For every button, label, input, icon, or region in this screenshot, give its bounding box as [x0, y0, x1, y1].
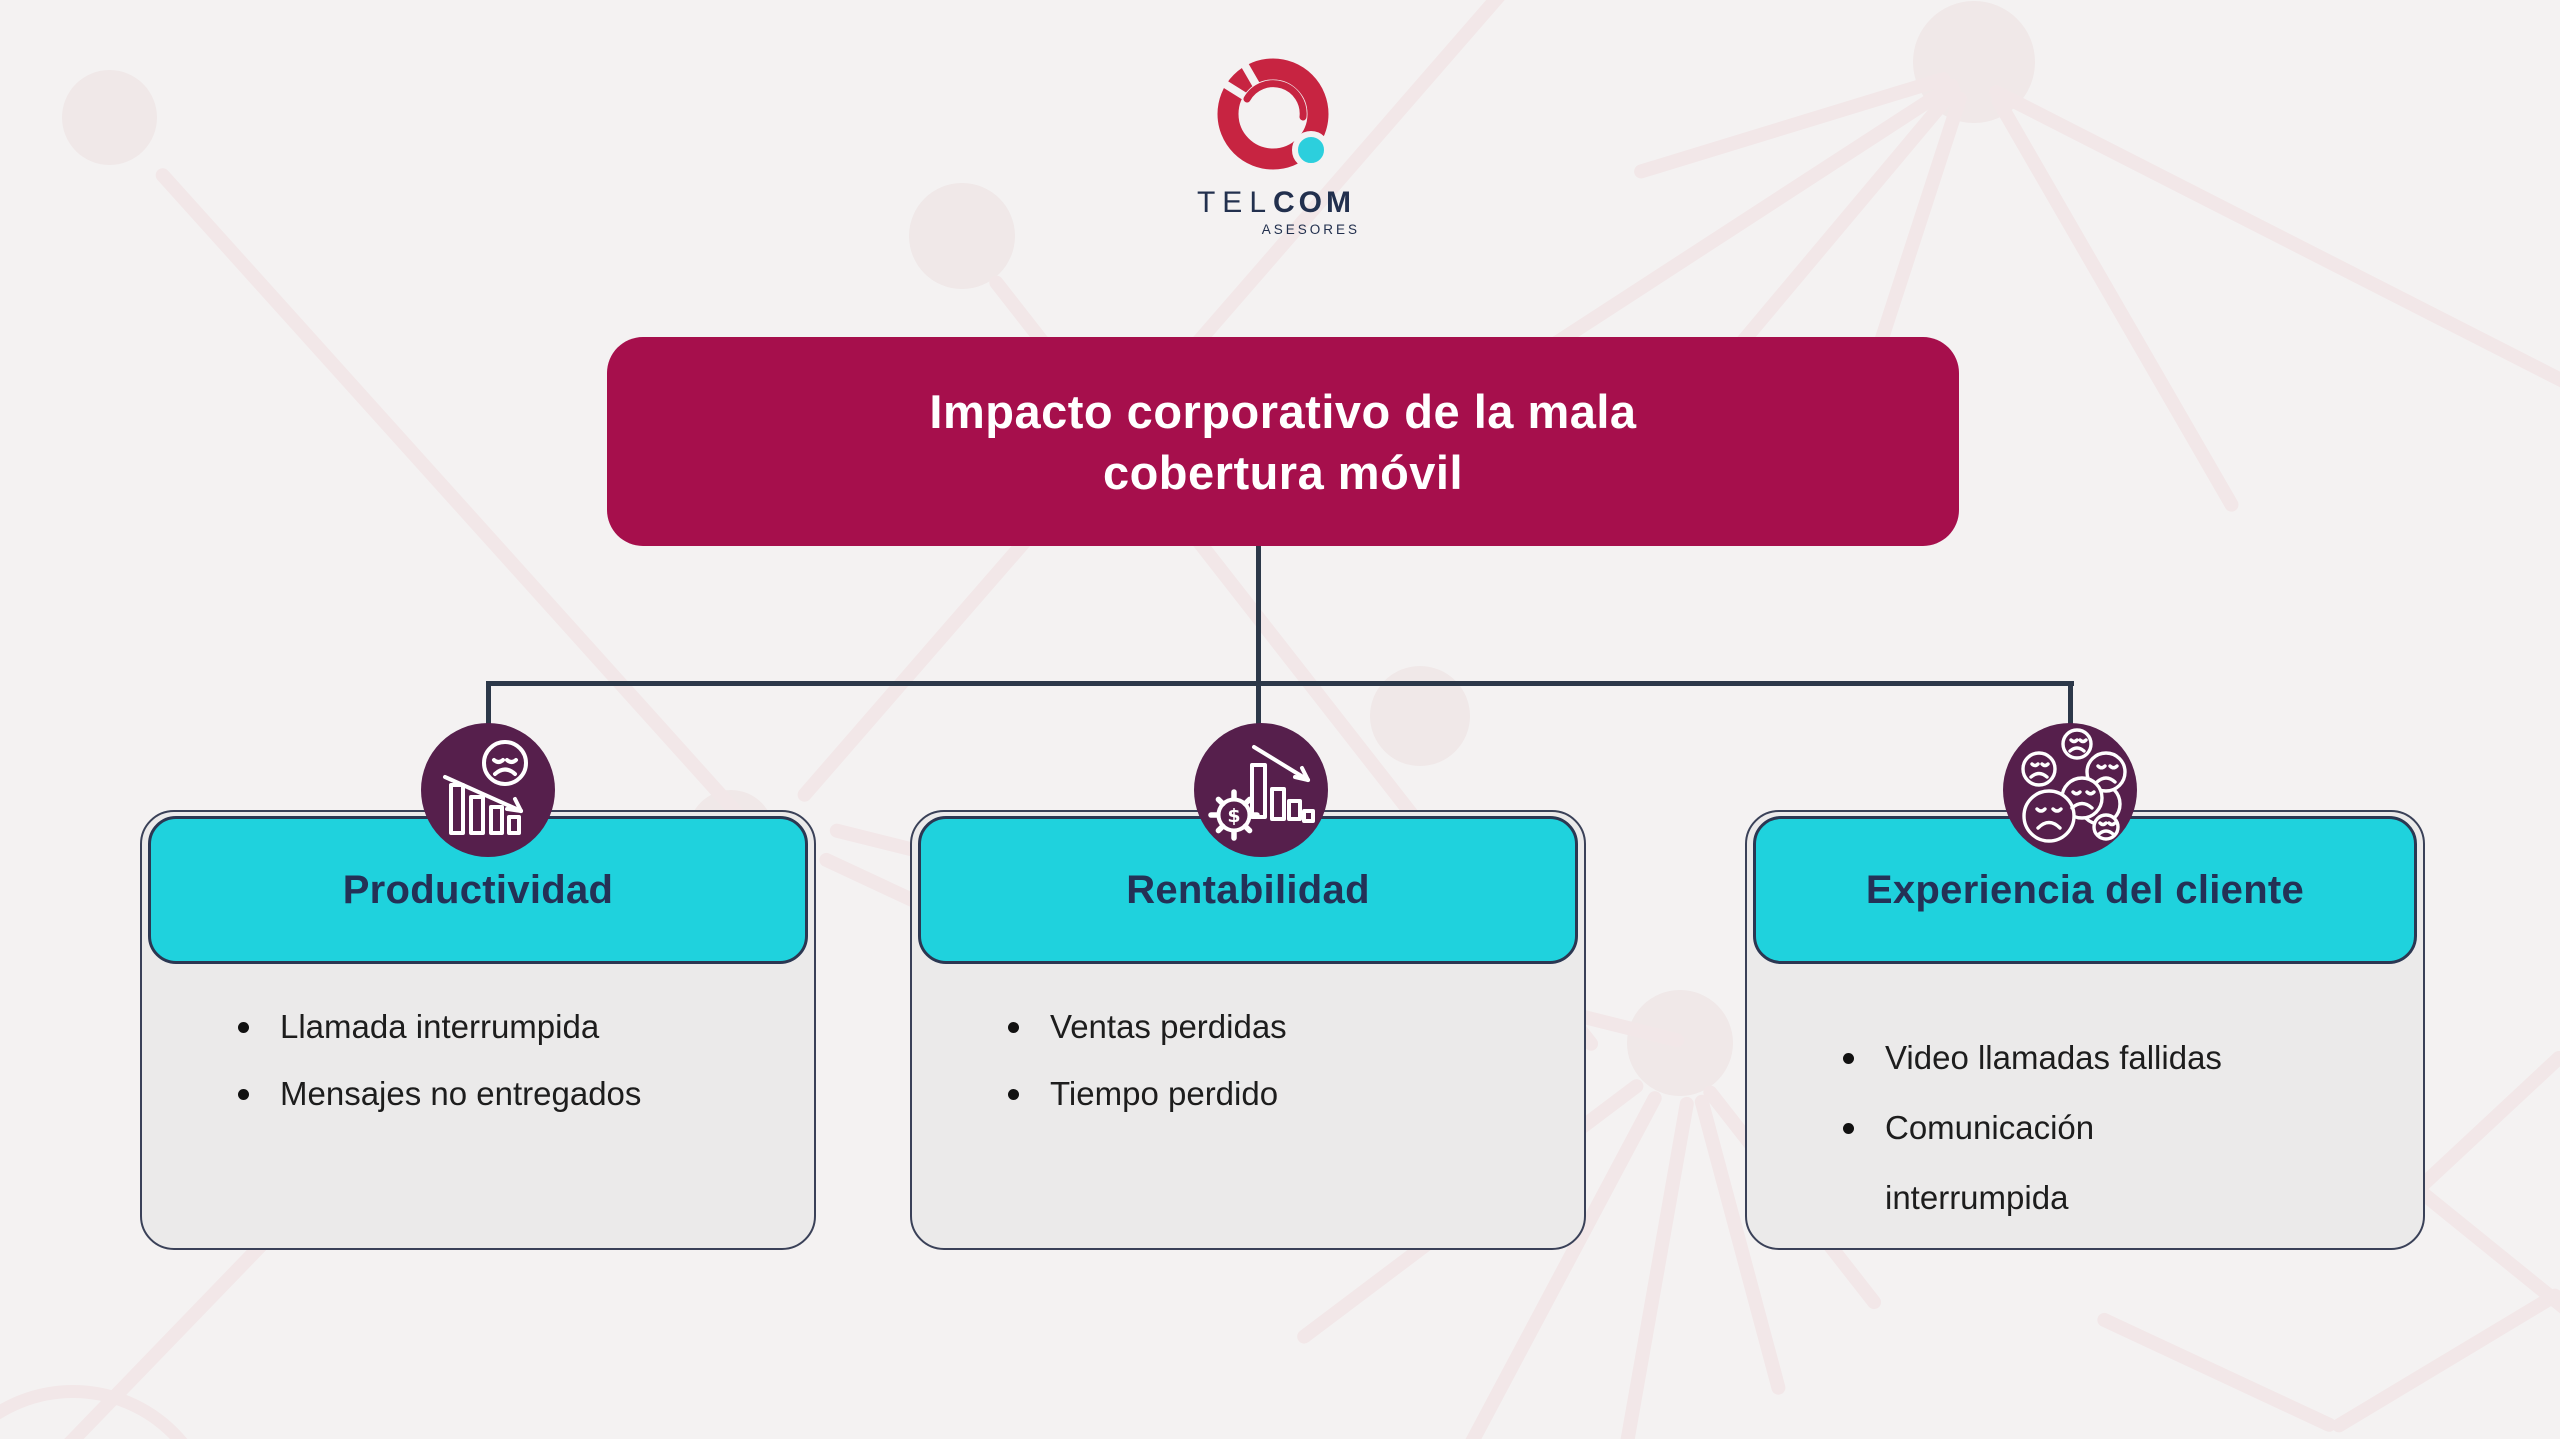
card-rentabilidad: Ventas perdidas Tiempo perdido Rentabili…	[910, 810, 1586, 1250]
branch-node-rentabilidad: $	[1194, 723, 1328, 857]
connector-vertical-root	[1256, 545, 1261, 685]
connector-horizontal	[486, 681, 2074, 686]
declining-profit-gear-icon: $	[1208, 745, 1315, 841]
list-item: Tiempo perdido	[1008, 1060, 1554, 1127]
connector-stub-experiencia	[2068, 681, 2073, 741]
brand-wordmark-bold: COM	[1273, 186, 1356, 219]
network-line	[2329, 1285, 2560, 1436]
declining-productivity-sad-face-icon	[443, 740, 528, 835]
card-experiencia-del-cliente: Video llamadas fallidas Comunicación int…	[1745, 810, 2425, 1250]
card-productividad: Llamada interrumpida Mensajes no entrega…	[140, 810, 816, 1250]
network-node	[909, 183, 1015, 289]
list-item: Ventas perdidas	[1008, 993, 1554, 1060]
card-title: Productividad	[342, 867, 614, 912]
logo-mark-icon	[1216, 56, 1330, 170]
branch-node-experiencia	[2003, 723, 2137, 857]
dollar-symbol: $	[1227, 805, 1240, 827]
main-title-box: Impacto corporativo de la mala cobertura…	[607, 337, 1959, 546]
list-item: Comunicación interrumpida	[1843, 1093, 2277, 1233]
card-bullet-list: Ventas perdidas Tiempo perdido	[912, 812, 1584, 1127]
network-node	[62, 70, 157, 165]
card-bullet-list: Llamada interrumpida Mensajes no entrega…	[142, 812, 814, 1127]
brand-wordmark-thin: TEL	[1196, 186, 1274, 219]
network-line	[2095, 1310, 2339, 1435]
list-item: Llamada interrumpida	[238, 993, 784, 1060]
card-header-experiencia: Experiencia del cliente	[1753, 816, 2417, 964]
card-bullet-list: Video llamadas fallidas Comunicación int…	[1747, 812, 2423, 1233]
list-item: Mensajes no entregados	[238, 1060, 784, 1127]
network-line	[2409, 1048, 2560, 1199]
card-title: Rentabilidad	[1126, 867, 1370, 912]
branch-node-productividad	[421, 723, 555, 857]
main-title: Impacto corporativo de la mala cobertura…	[929, 384, 1637, 499]
connector-stub-rentabilidad	[1256, 681, 1261, 741]
brand-tagline: ASESORES	[1261, 222, 1360, 237]
sad-customers-icon	[2021, 728, 2127, 843]
connector-stub-productividad	[486, 681, 491, 741]
list-item: Video llamadas fallidas	[1843, 1023, 2277, 1093]
card-title: Experiencia del cliente	[1865, 867, 2305, 912]
